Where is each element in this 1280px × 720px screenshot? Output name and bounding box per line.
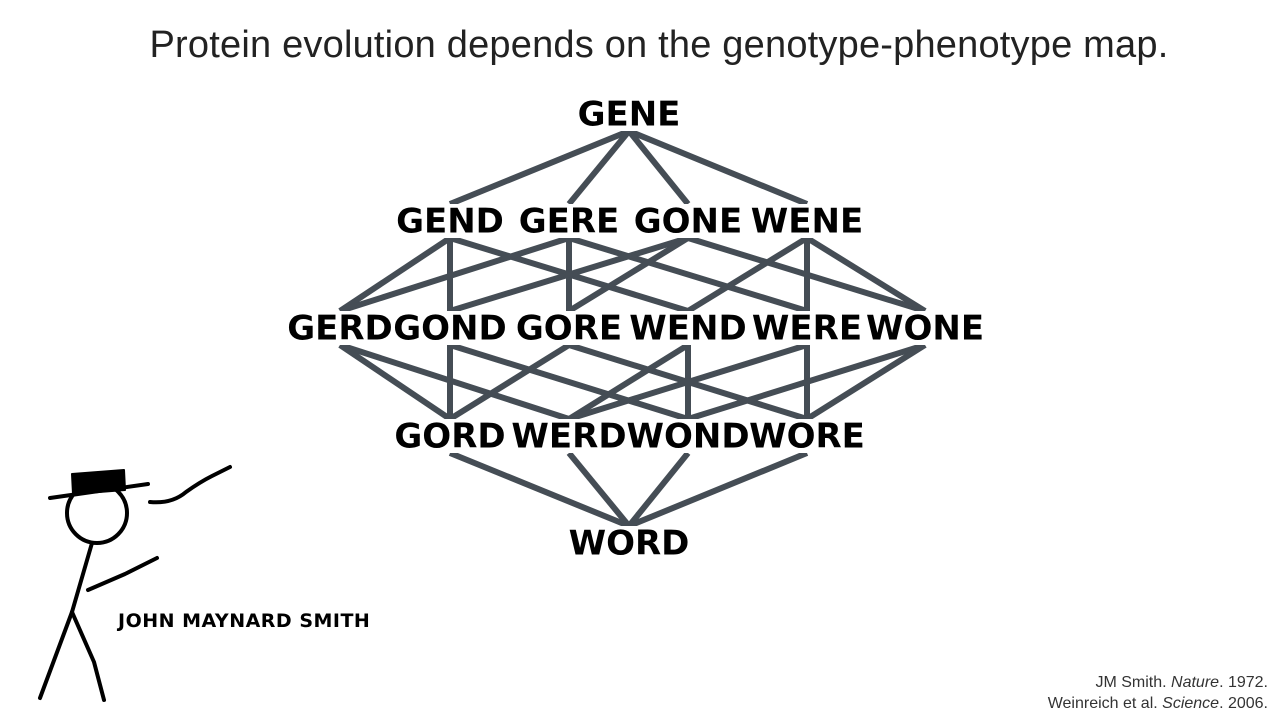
node-background	[759, 204, 855, 238]
slide-title: Protein evolution depends on the genotyp…	[149, 24, 1169, 66]
edge-wond-word	[626, 451, 691, 528]
node-wond: WOND	[626, 417, 749, 457]
reference-2: Weinreich et al. Science. 2006.	[1048, 693, 1268, 714]
node-gere: GERE	[519, 202, 620, 242]
network-edges	[338, 128, 927, 529]
edge-gond-wond	[449, 342, 689, 422]
edge-gerd-werd	[339, 342, 570, 422]
node-label: WORD	[569, 524, 690, 564]
node-label: WEND	[629, 309, 746, 349]
node-werd: WERD	[511, 417, 626, 457]
node-background	[759, 419, 855, 453]
node-wene: WENE	[751, 202, 863, 242]
node-label: GENE	[578, 95, 681, 135]
edge-gerd-gord	[338, 342, 452, 422]
edge-wene-wend	[686, 235, 809, 314]
node-gore: GORE	[516, 309, 622, 349]
node-wend: WEND	[629, 309, 746, 349]
edge-gore-gord	[448, 342, 571, 422]
node-word: WORD	[569, 524, 690, 564]
edge-gone-gond	[449, 235, 689, 314]
node-background	[581, 97, 677, 131]
edge-gord-word	[448, 450, 631, 529]
reference-1-year: . 1972.	[1219, 674, 1268, 691]
node-background	[640, 204, 736, 238]
node-background	[521, 311, 617, 345]
edge-gone-gore	[567, 235, 690, 314]
edge-wore-word	[627, 450, 809, 529]
node-label: GORD	[394, 417, 505, 457]
node-gord: GORD	[394, 417, 505, 457]
node-were: WERE	[752, 309, 862, 349]
node-label: GOND	[393, 309, 507, 349]
head	[65, 481, 129, 545]
node-background	[759, 311, 855, 345]
node-background	[402, 311, 498, 345]
edge-gene-gend	[448, 128, 631, 207]
hat-brim	[48, 482, 150, 500]
edge-gend-gerd	[338, 235, 452, 314]
edge-gene-wene	[627, 128, 809, 207]
node-label: GONE	[634, 202, 743, 242]
left-leg	[38, 610, 74, 700]
node-background	[402, 419, 498, 453]
pointing-arm	[148, 465, 232, 505]
node-background	[640, 311, 736, 345]
body	[70, 541, 94, 614]
node-wore: WORE	[749, 417, 865, 457]
reference-2-authors: Weinreich et al.	[1047, 695, 1163, 712]
node-label: GERD	[287, 309, 393, 349]
node-background	[877, 311, 973, 345]
references: JM Smith. Nature. 1972. Weinreich et al.…	[1048, 672, 1268, 714]
node-background	[292, 311, 388, 345]
edge-gere-were	[568, 235, 808, 314]
reference-1-journal: Nature	[1171, 674, 1220, 691]
reference-1: JM Smith. Nature. 1972.	[1048, 672, 1268, 693]
edge-were-werd	[568, 342, 808, 422]
node-label: WONE	[866, 309, 984, 349]
node-label: WORE	[749, 417, 865, 457]
node-background	[521, 419, 617, 453]
node-wone: WONE	[866, 309, 984, 349]
node-gene: GENE	[578, 95, 681, 135]
node-label: GEND	[396, 202, 504, 242]
node-gond: GOND	[393, 309, 507, 349]
node-label: GORE	[516, 309, 622, 349]
node-background	[402, 204, 498, 238]
edge-wend-werd	[567, 342, 690, 422]
node-gerd: GERD	[287, 309, 393, 349]
edge-wone-wond	[687, 342, 926, 422]
edge-gene-gone	[626, 129, 691, 206]
stick-figure	[38, 465, 232, 702]
reference-1-authors: JM Smith.	[1095, 674, 1172, 691]
edge-werd-word	[566, 451, 632, 528]
node-label: WERD	[511, 417, 626, 457]
edge-gene-gere	[566, 129, 632, 206]
node-label: GERE	[519, 202, 620, 242]
figure-caption: JOHN MAYNARD SMITH	[118, 610, 371, 632]
node-gend: GEND	[396, 202, 504, 242]
lower-arm	[86, 556, 159, 592]
node-background	[521, 204, 617, 238]
node-gone: GONE	[634, 202, 743, 242]
reference-2-journal: Science	[1162, 695, 1220, 712]
reference-2-year: . 2006.	[1219, 695, 1268, 712]
edge-wone-wore	[805, 342, 927, 422]
right-leg	[70, 610, 106, 702]
edge-gere-gerd	[339, 235, 570, 314]
node-label: WENE	[751, 202, 863, 242]
node-label: WOND	[626, 417, 749, 457]
node-label: WERE	[752, 309, 862, 349]
edge-wene-wone	[805, 235, 927, 314]
node-background	[581, 526, 677, 560]
node-background	[640, 419, 736, 453]
